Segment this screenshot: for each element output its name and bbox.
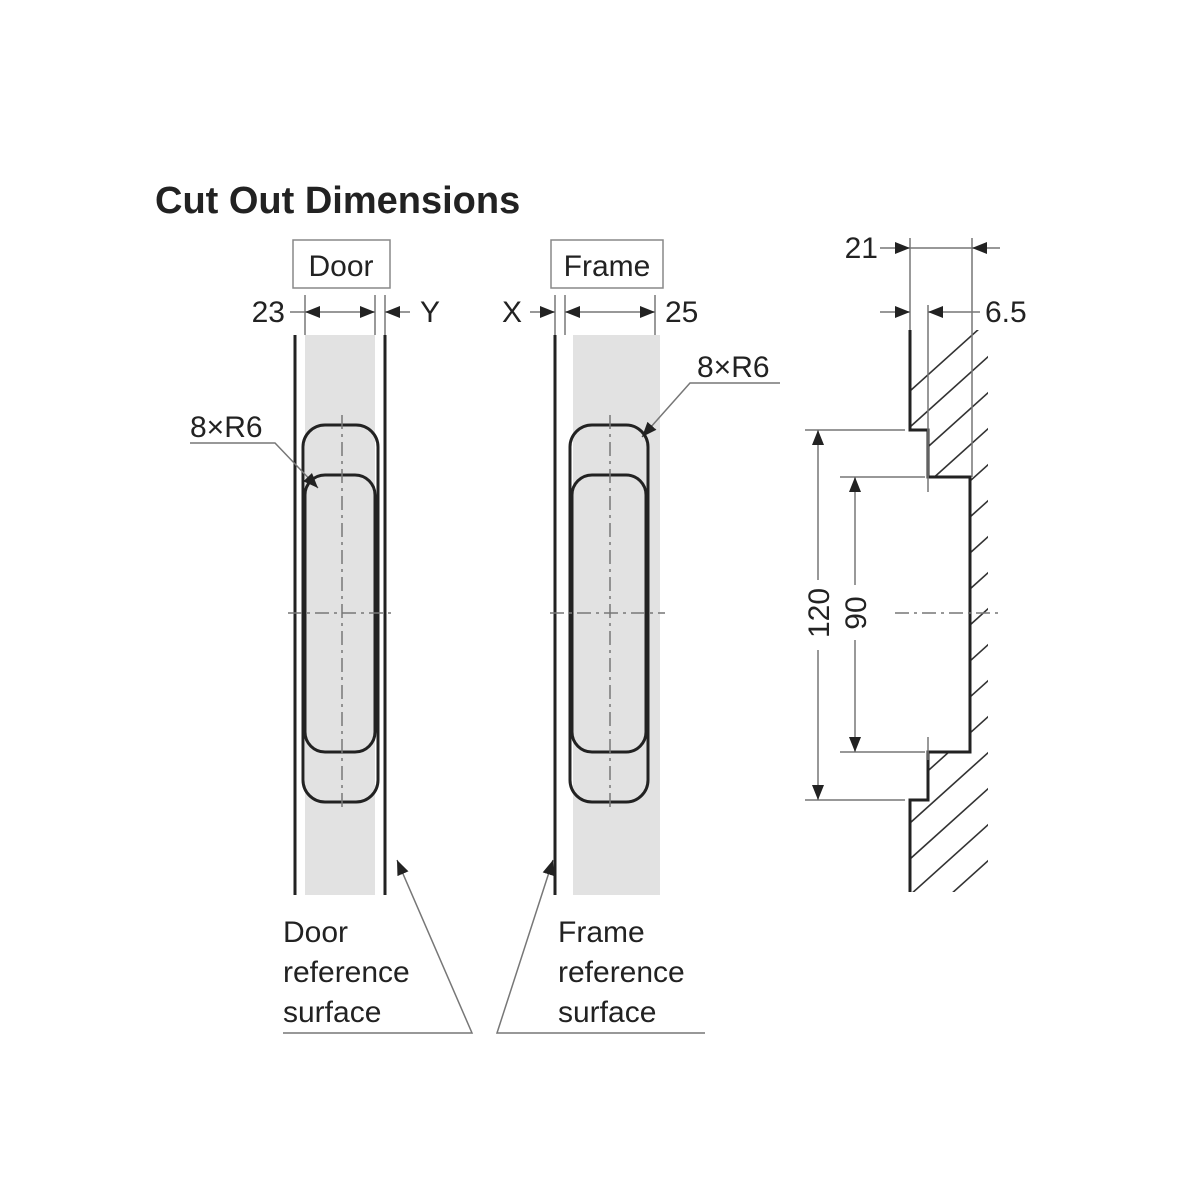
frame-radius-note: 8×R6	[697, 351, 770, 384]
frame-reference-leader	[495, 859, 705, 1034]
door-reference-text-3: surface	[283, 996, 381, 1029]
hatch-line	[910, 525, 988, 617]
hatch-line	[910, 561, 988, 653]
door-reference-text-1: Door	[283, 916, 348, 949]
hatch-line	[900, 958, 1000, 1048]
hatch-line	[910, 330, 988, 401]
section-hatching	[900, 330, 1000, 1048]
hatch-line	[900, 922, 1000, 1012]
hatch-line	[910, 381, 988, 473]
door-offset-y: Y	[420, 296, 440, 329]
hatch-line	[910, 849, 988, 892]
hatch-line	[910, 597, 988, 689]
height-inner-value: 90	[840, 596, 873, 629]
frame-width-value: 25	[665, 296, 698, 329]
frame-label-box	[550, 239, 664, 289]
height-outer-value: 120	[803, 588, 836, 638]
frame-reference-text-3: surface	[558, 996, 656, 1029]
hatch-line	[910, 345, 988, 437]
door-cutout-area	[305, 335, 375, 895]
section-profile	[908, 330, 972, 892]
frame-offset-x: X	[502, 296, 522, 329]
hatch-line	[910, 453, 988, 545]
section-view: 21 6.5 120 90	[803, 232, 1027, 1048]
hatch-line	[910, 741, 988, 833]
hatch-line	[910, 885, 988, 892]
door-label: Door	[308, 250, 373, 283]
door-radius-note: 8×R6	[190, 411, 263, 444]
frame-reference-text-2: reference	[558, 956, 685, 989]
diagram-title: Cut Out Dimensions	[155, 180, 520, 222]
frame-view: Frame X 25 8×R6 Frame reference surface	[495, 239, 780, 1034]
door-view: Door 23 Y 8×R6 Door reference surface	[190, 239, 474, 1034]
hatch-line	[910, 777, 988, 869]
hatch-line	[910, 489, 988, 581]
depth-total-value: 21	[845, 232, 878, 265]
door-label-box	[292, 239, 391, 289]
depth-step-value: 6.5	[985, 296, 1027, 329]
frame-label: Frame	[564, 250, 651, 283]
frame-reference-text-1: Frame	[558, 916, 645, 949]
door-reference-text-2: reference	[283, 956, 410, 989]
hatch-line	[910, 633, 988, 725]
hatch-line	[910, 669, 988, 761]
hatch-line	[910, 813, 988, 892]
door-reference-leader	[283, 859, 474, 1034]
door-width-value: 23	[252, 296, 285, 329]
